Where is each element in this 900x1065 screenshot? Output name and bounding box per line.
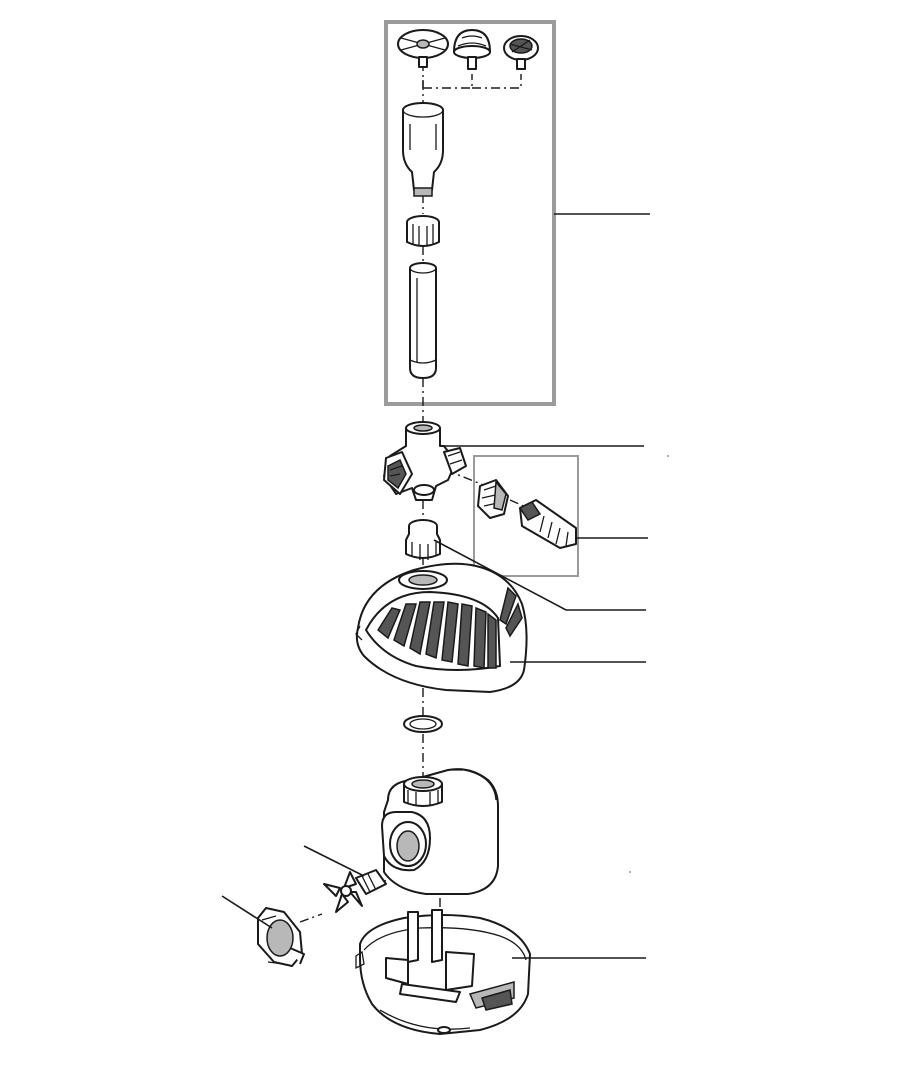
base-housing bbox=[355, 909, 531, 1035]
leader-impeller-rotor bbox=[303, 845, 365, 877]
leader-reducer-sleeve bbox=[433, 539, 646, 611]
impeller-cover bbox=[257, 907, 305, 967]
hose-connector bbox=[518, 499, 577, 549]
hose-nut bbox=[477, 479, 509, 519]
pump-motor-housing bbox=[381, 768, 499, 895]
nozzle-selector-axis bbox=[422, 74, 522, 89]
nozzle-head-cascade bbox=[503, 35, 539, 70]
reducer-sleeve bbox=[405, 519, 441, 560]
telescopic-tube-upper bbox=[402, 102, 444, 197]
scan-speck bbox=[667, 455, 669, 457]
o-ring bbox=[403, 715, 443, 733]
coupling-nut bbox=[406, 215, 440, 247]
nozzle-head-dome bbox=[453, 29, 491, 70]
scan-speck bbox=[629, 871, 631, 873]
adapter-group-box bbox=[473, 455, 579, 577]
impeller-rotor bbox=[323, 869, 387, 913]
pre-filter-cover bbox=[355, 562, 528, 693]
t-piece-flow-regulator bbox=[383, 421, 467, 501]
leader-impeller-cover bbox=[221, 895, 273, 929]
extension-tube bbox=[409, 262, 437, 379]
cover-slots bbox=[377, 586, 523, 669]
nozzle-head-bell bbox=[397, 29, 449, 68]
nozzle-set-group-box bbox=[384, 20, 556, 406]
